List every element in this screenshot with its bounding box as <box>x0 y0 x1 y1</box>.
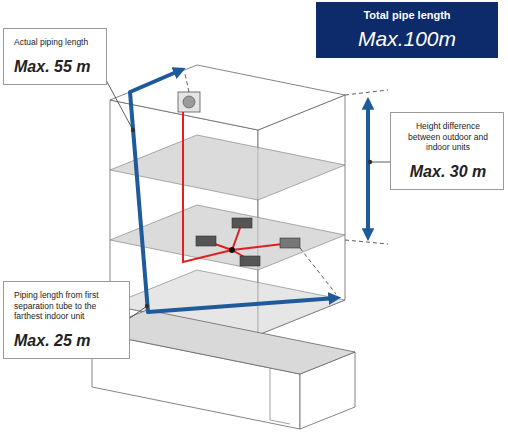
indoor-units <box>196 218 300 266</box>
leader-lines <box>106 80 390 318</box>
total-length-banner: Total pipe lengthMax.100m <box>316 2 498 58</box>
callout-box: Actual piping lengthMax. 55 m <box>3 28 107 85</box>
callout-description: Actual piping length <box>14 37 98 48</box>
tower <box>110 65 345 335</box>
callout-description: Total pipe length <box>325 9 489 23</box>
outdoor-unit <box>178 92 200 112</box>
refrigerant-pipe <box>183 112 283 262</box>
max-value: Max. 55 m <box>14 58 98 76</box>
max-value: Max. 30 m <box>401 163 495 181</box>
dimension-arrows <box>130 70 368 312</box>
callout-description: Height difference between outdoor and in… <box>401 121 495 153</box>
podium <box>92 310 355 429</box>
max-value: Max. 25 m <box>14 332 121 350</box>
callout-description: Piping length from first separation tube… <box>14 290 121 322</box>
max-value: Max.100m <box>325 27 489 51</box>
leader-dots <box>131 128 372 308</box>
dashed-guides <box>185 74 388 294</box>
callout-box: Height difference between outdoor and in… <box>390 112 504 190</box>
separation-tube <box>229 247 235 253</box>
callout-box: Piping length from first separation tube… <box>3 281 130 359</box>
